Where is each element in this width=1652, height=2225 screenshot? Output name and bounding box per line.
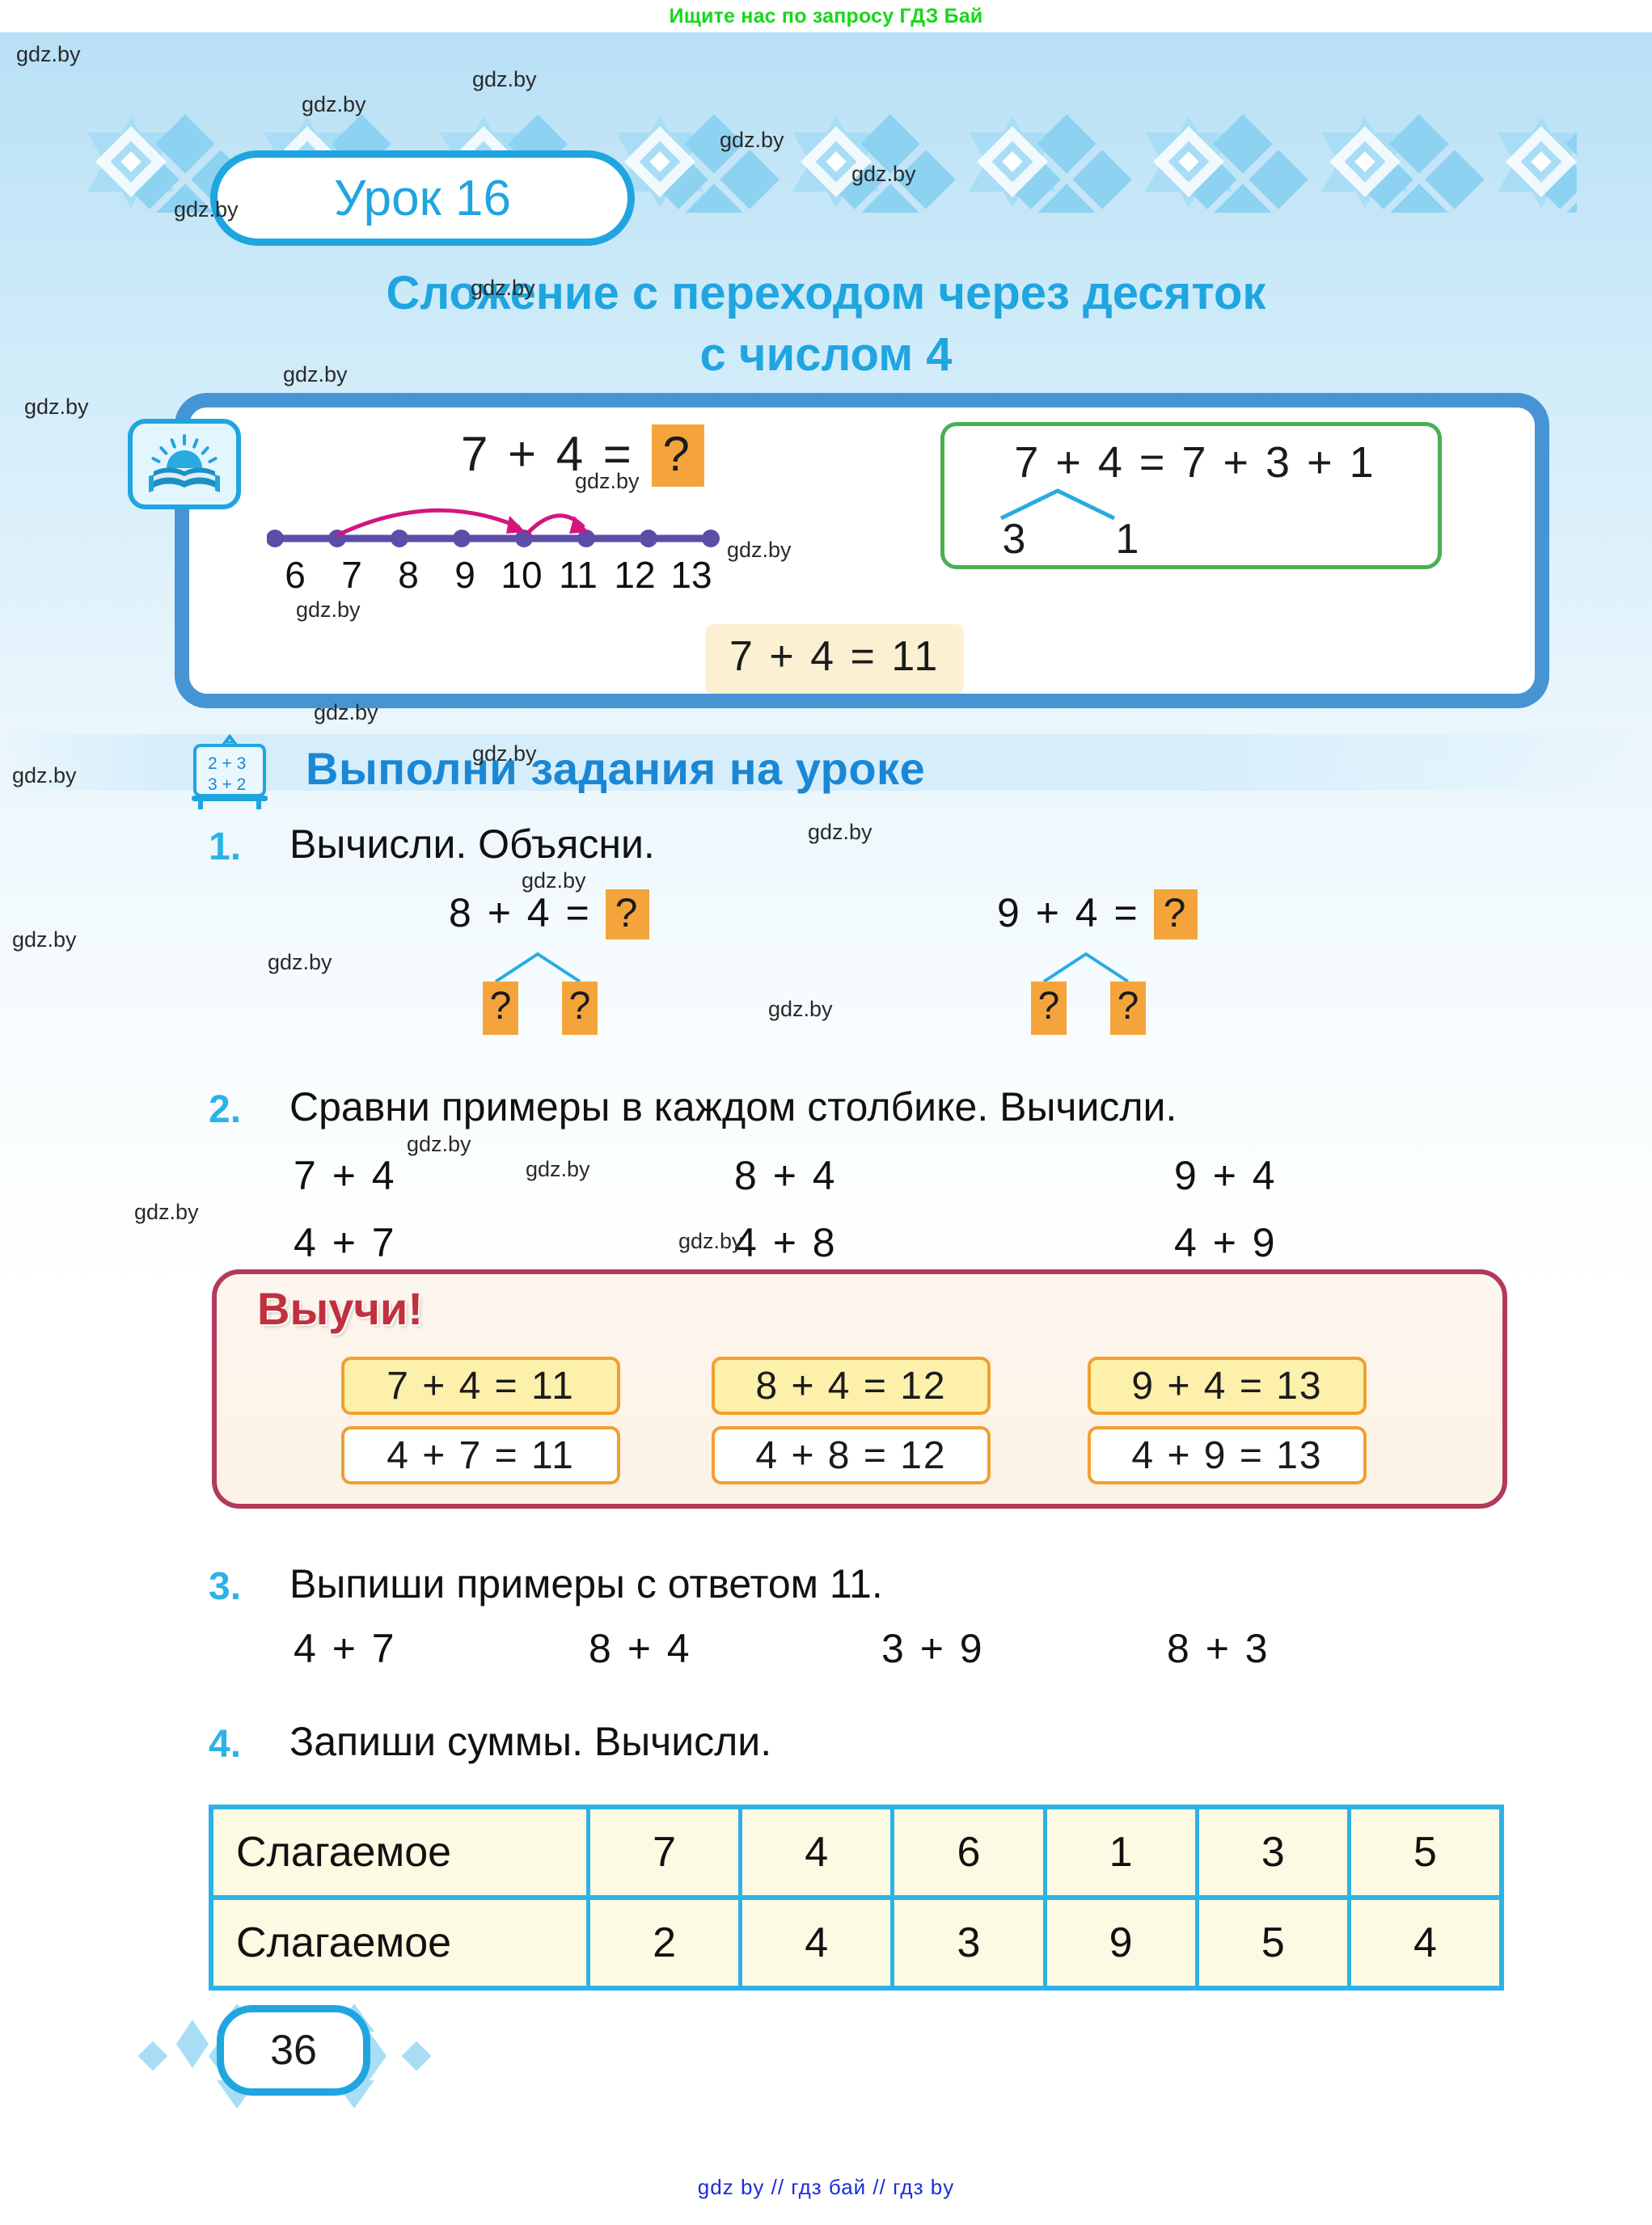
lesson-chip: Урок 16 <box>210 150 635 246</box>
exercise-3-number: 3. <box>209 1565 242 1608</box>
learn-fact-r1c1: 7 + 4 = 11 <box>341 1357 620 1415</box>
exercise-2-col-2-top: 8 + 4 <box>734 1153 838 1198</box>
exercise-1-item-2-equation: 9 + 4 = ? <box>997 889 1198 939</box>
card-equation: 7 + 4 = ? <box>461 424 704 487</box>
ornament-star-icon <box>786 112 887 213</box>
exercise-1-item-1-unknown: ? <box>605 889 650 939</box>
number-line-tick-12: 12 <box>614 554 656 596</box>
answer-pill: 7 + 4 = 11 <box>705 624 965 694</box>
table-cell-r1c1: 7 <box>590 1809 743 1895</box>
learn-fact-r1c2: 8 + 4 = 12 <box>712 1357 991 1415</box>
exercise-2-number: 2. <box>209 1088 242 1131</box>
lesson-chip-label: Урок 16 <box>334 170 511 226</box>
page-number: 36 <box>217 2005 370 2096</box>
exercise-1-text: Вычисли. Объясни. <box>289 821 655 867</box>
number-line-tick-9: 9 <box>454 554 475 596</box>
table-cell-r1c4: 1 <box>1047 1809 1199 1895</box>
exercise-1-item-2-unknown: ? <box>1153 889 1198 939</box>
decomposition-equation: 7 + 4 = 7 + 3 + 1 <box>1014 438 1376 487</box>
ornament-star-icon <box>1139 112 1240 213</box>
learn-box-title: Выучи! <box>257 1283 423 1334</box>
exercise-4-text: Запиши суммы. Вычисли. <box>289 1719 772 1764</box>
svg-text:3 + 2: 3 + 2 <box>208 775 246 794</box>
exercise-3-item-2: 8 + 4 <box>589 1626 692 1671</box>
table-row-header: Слагаемое <box>213 1809 590 1895</box>
exercise-1-item-2-part-left: ? <box>1031 982 1067 1035</box>
svg-text:2 + 3: 2 + 3 <box>208 754 246 773</box>
decomposition-part-left: 3 <box>1002 516 1026 563</box>
promo-banner-text: Ищите нас по запросу ГДЗ Бай <box>669 4 983 27</box>
promo-banner: Ищите нас по запросу ГДЗ Бай <box>0 0 1652 32</box>
decomposition-box: 7 + 4 = 7 + 3 + 1 3 1 <box>940 422 1442 569</box>
table-cell-r2c5: 5 <box>1199 1900 1351 1986</box>
section-title: Выполни задания на уроке <box>306 743 926 794</box>
exercise-3-item-1: 4 + 7 <box>294 1626 397 1671</box>
exercise-1-item-2-fork-icon <box>1042 952 1130 983</box>
chalkboard-icon: 2 + 3 3 + 2 <box>182 733 277 812</box>
exercise-3-item-4: 8 + 3 <box>1167 1626 1270 1671</box>
exercise-2-text: Сравни примеры в каждом столбике. Вычисл… <box>289 1084 1177 1129</box>
exercise-1-item-1-equation: 8 + 4 = ? <box>449 889 650 939</box>
page-title: Сложение с переходом через десяток с чис… <box>0 263 1652 386</box>
ornament-star-icon <box>1315 112 1416 213</box>
exercise-1-item-1-part-left: ? <box>483 982 518 1035</box>
learn-fact-r1c3: 9 + 4 = 13 <box>1088 1357 1367 1415</box>
number-line-tick-13: 13 <box>670 554 712 596</box>
number-line-tick-7: 7 <box>341 554 362 596</box>
exercise-2-col-3-top: 9 + 4 <box>1174 1153 1278 1198</box>
page-title-line-1: Сложение с переходом через десяток <box>386 267 1266 319</box>
number-line-tick-10: 10 <box>501 554 543 596</box>
exercise-1-number: 1. <box>209 825 242 868</box>
exercise-2-col-1-top: 7 + 4 <box>294 1153 397 1198</box>
table-cell-r2c4: 9 <box>1047 1900 1199 1986</box>
number-line-tick-6: 6 <box>285 554 306 596</box>
exercise-1-item-2-text: 9 + 4 = <box>997 890 1154 935</box>
exercise-2-col-1-bottom: 4 + 7 <box>294 1220 397 1265</box>
table-cell-r1c6: 5 <box>1413 1829 1437 1876</box>
exercise-1-item-1-fork-icon <box>494 952 581 983</box>
table-cell-r1c5: 3 <box>1199 1809 1351 1895</box>
exercise-2-col-2-bottom: 4 + 8 <box>734 1220 838 1265</box>
exercise-2-col-3-bottom: 4 + 9 <box>1174 1220 1278 1265</box>
table-cell-r2c1: 2 <box>590 1900 743 1986</box>
decomposition-parts: 3 1 <box>957 515 1184 564</box>
card-equation-text: 7 + 4 = <box>461 427 652 481</box>
table-row-header: Слагаемое <box>213 1900 590 1986</box>
learn-fact-r2c2: 4 + 8 = 12 <box>712 1426 991 1484</box>
exercise-3-item-3: 3 + 9 <box>881 1626 985 1671</box>
sun-over-book-icon <box>128 419 241 509</box>
exercise-4-number: 4. <box>209 1723 242 1766</box>
footer-text: gdz by // гдз бай // гдз by <box>697 2175 955 2199</box>
decomposition-part-right: 1 <box>1115 516 1139 563</box>
table-cell-r1c2: 4 <box>742 1809 895 1895</box>
decomposition-fork-icon <box>999 488 1116 520</box>
table-cell-r2c3: 3 <box>894 1900 1047 1986</box>
page-title-line-2: с числом 4 <box>699 328 953 381</box>
exercise-3-text: Выпиши примеры с ответом 11. <box>289 1561 883 1606</box>
table-cell-r2c6: 4 <box>1413 1919 1437 1966</box>
exercise-1-item-1-part-right: ? <box>562 982 598 1035</box>
table-cell-r1c3: 6 <box>894 1809 1047 1895</box>
number-line-tick-11: 11 <box>559 554 598 596</box>
table-cell-r2c2: 4 <box>742 1900 895 1986</box>
card-equation-unknown: ? <box>651 424 704 487</box>
exercise-1-item-2-part-right: ? <box>1110 982 1146 1035</box>
section-heading-band <box>0 734 1652 791</box>
ornament-star-icon <box>962 112 1063 213</box>
number-line-tick-8: 8 <box>398 554 419 596</box>
ornament-star-icon <box>81 112 182 213</box>
learn-fact-r2c1: 4 + 7 = 11 <box>341 1426 620 1484</box>
learn-fact-r2c3: 4 + 9 = 13 <box>1088 1426 1367 1484</box>
exercise-1-item-1-text: 8 + 4 = <box>449 890 606 935</box>
